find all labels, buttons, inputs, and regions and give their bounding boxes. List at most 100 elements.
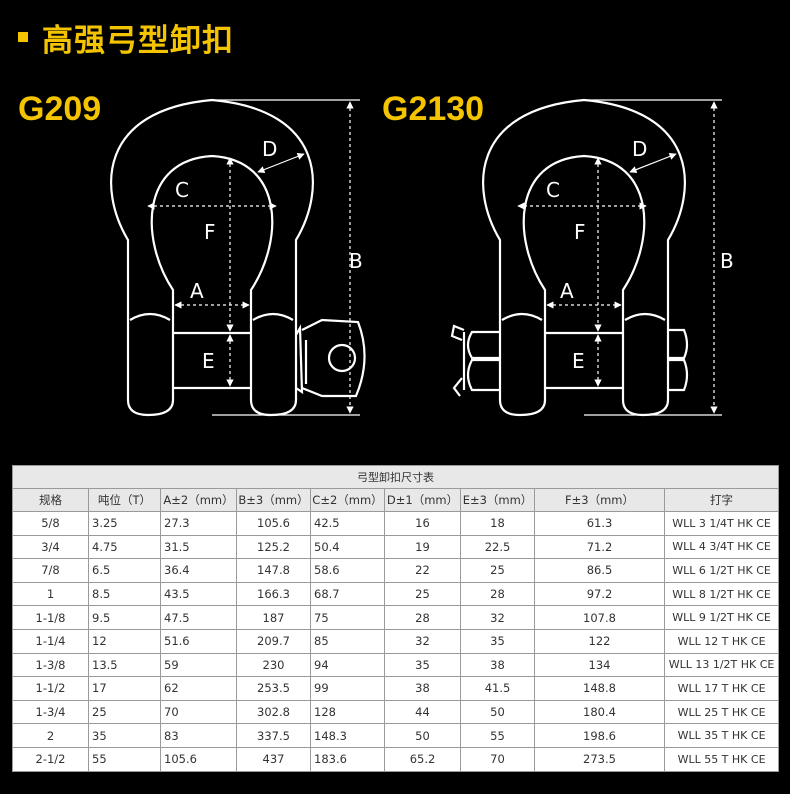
table-cell: WLL 8 1/2T HK CE	[663, 581, 780, 607]
table-cell: 17	[88, 676, 161, 701]
table-header-cell: 打字	[663, 488, 780, 512]
table-cell: 70	[460, 746, 535, 772]
shackle-g2130-drawing	[450, 98, 689, 417]
table-cell: 8.5	[88, 581, 161, 607]
table-cell: 3.25	[88, 511, 161, 536]
table-cell: 61.3	[534, 511, 665, 536]
table-cell: 4.75	[88, 534, 161, 560]
table-cell: 198.6	[534, 723, 665, 748]
table-cell: 166.3	[236, 581, 311, 607]
table-cell: 71.2	[534, 534, 665, 560]
table-cell: 3/4	[12, 534, 89, 560]
table-cell: 38	[384, 676, 461, 701]
table-cell: 32	[384, 628, 461, 654]
table-cell: 59	[160, 652, 237, 678]
table-cell: 70	[160, 699, 237, 725]
table-header-cell: D±1（mm）	[384, 488, 461, 512]
table-cell: 18	[460, 511, 535, 536]
table-cell: 25	[384, 581, 461, 607]
table-cell: 38	[460, 652, 535, 678]
spec-table-container: 弓型卸扣尺寸表 规格吨位（T）A±2（mm）B±3（mm）C±2（mm）D±1（…	[11, 465, 780, 772]
dim-label-b-right: B	[720, 249, 734, 273]
table-cell: 6.5	[88, 558, 161, 583]
table-cell: 85	[310, 628, 385, 654]
spec-table: 弓型卸扣尺寸表 规格吨位（T）A±2（mm）B±3（mm）C±2（mm）D±1（…	[11, 465, 780, 772]
table-cell: WLL 25 T HK CE	[663, 699, 780, 725]
table-cell: WLL 35 T HK CE	[663, 723, 780, 748]
table-cell: 32	[460, 605, 535, 630]
table-cell: 62	[160, 676, 237, 701]
table-cell: 94	[310, 652, 385, 678]
table-cell: 50.4	[310, 534, 385, 560]
model-label-g209: G209	[18, 90, 102, 128]
table-cell: WLL 17 T HK CE	[663, 676, 780, 701]
dim-label-e-left: E	[202, 349, 215, 373]
table-cell: 50	[384, 723, 461, 748]
dim-label-c-left: C	[175, 178, 189, 202]
dim-label-a-right: A	[560, 279, 574, 303]
dim-label-e-right: E	[572, 349, 585, 373]
table-cell: 148.3	[310, 723, 385, 748]
table-cell: 42.5	[310, 511, 385, 536]
table-cell: 27.3	[160, 511, 237, 536]
table-cell: 55	[88, 746, 161, 772]
table-cell: WLL 55 T HK CE	[663, 746, 780, 772]
table-header-cell: F±3（mm）	[534, 488, 665, 512]
table-header-row: 规格吨位（T）A±2（mm）B±3（mm）C±2（mm）D±1（mm）E±3（m…	[12, 488, 780, 512]
table-cell: 99	[310, 676, 385, 701]
table-cell: 65.2	[384, 746, 461, 772]
table-cell: 58.6	[310, 558, 385, 583]
shackle-g2130-dimensions	[517, 99, 722, 416]
table-caption: 弓型卸扣尺寸表	[11, 465, 780, 489]
table-cell: WLL 3 1/4T HK CE	[663, 511, 780, 536]
shackle-g209-dimensions	[147, 99, 360, 416]
table-cell: 122	[534, 628, 665, 654]
table-cell: 2-1/2	[12, 746, 89, 772]
table-cell: 97.2	[534, 581, 665, 607]
table-cell: 134	[534, 652, 665, 678]
table-cell: WLL 6 1/2T HK CE	[663, 558, 780, 583]
dim-label-d-left: D	[262, 137, 277, 161]
table-cell: 22.5	[460, 534, 535, 560]
table-cell: 35	[460, 628, 535, 654]
table-cell: 1-3/8	[12, 652, 89, 678]
table-cell: 1-1/2	[12, 676, 89, 701]
table-cell: 273.5	[534, 746, 665, 772]
table-cell: 147.8	[236, 558, 311, 583]
table-cell: 83	[160, 723, 237, 748]
table-cell: 35	[384, 652, 461, 678]
table-cell: 75	[310, 605, 385, 630]
table-cell: 28	[384, 605, 461, 630]
table-cell: 253.5	[236, 676, 311, 701]
table-cell: 25	[88, 699, 161, 725]
table-cell: WLL 12 T HK CE	[663, 628, 780, 654]
table-cell: 41.5	[460, 676, 535, 701]
table-cell: 2	[12, 723, 89, 748]
table-header-cell: 吨位（T）	[88, 488, 161, 512]
table-cell: 107.8	[534, 605, 665, 630]
table-header-cell: B±3（mm）	[236, 488, 311, 512]
table-cell: 12	[88, 628, 161, 654]
table-cell: 9.5	[88, 605, 161, 630]
table-cell: 44	[384, 699, 461, 725]
header-bullet	[18, 32, 28, 42]
table-cell: 35	[88, 723, 161, 748]
table-cell: WLL 9 1/2T HK CE	[663, 605, 780, 630]
table-cell: 183.6	[310, 746, 385, 772]
table-cell: 22	[384, 558, 461, 583]
dim-label-c-right: C	[546, 178, 560, 202]
table-cell: 125.2	[236, 534, 311, 560]
table-cell: 1-1/4	[12, 628, 89, 654]
table-cell: 302.8	[236, 699, 311, 725]
table-cell: 55	[460, 723, 535, 748]
table-cell: 28	[460, 581, 535, 607]
shackle-diagrams: D C F A E B D C F A E B	[110, 98, 734, 417]
